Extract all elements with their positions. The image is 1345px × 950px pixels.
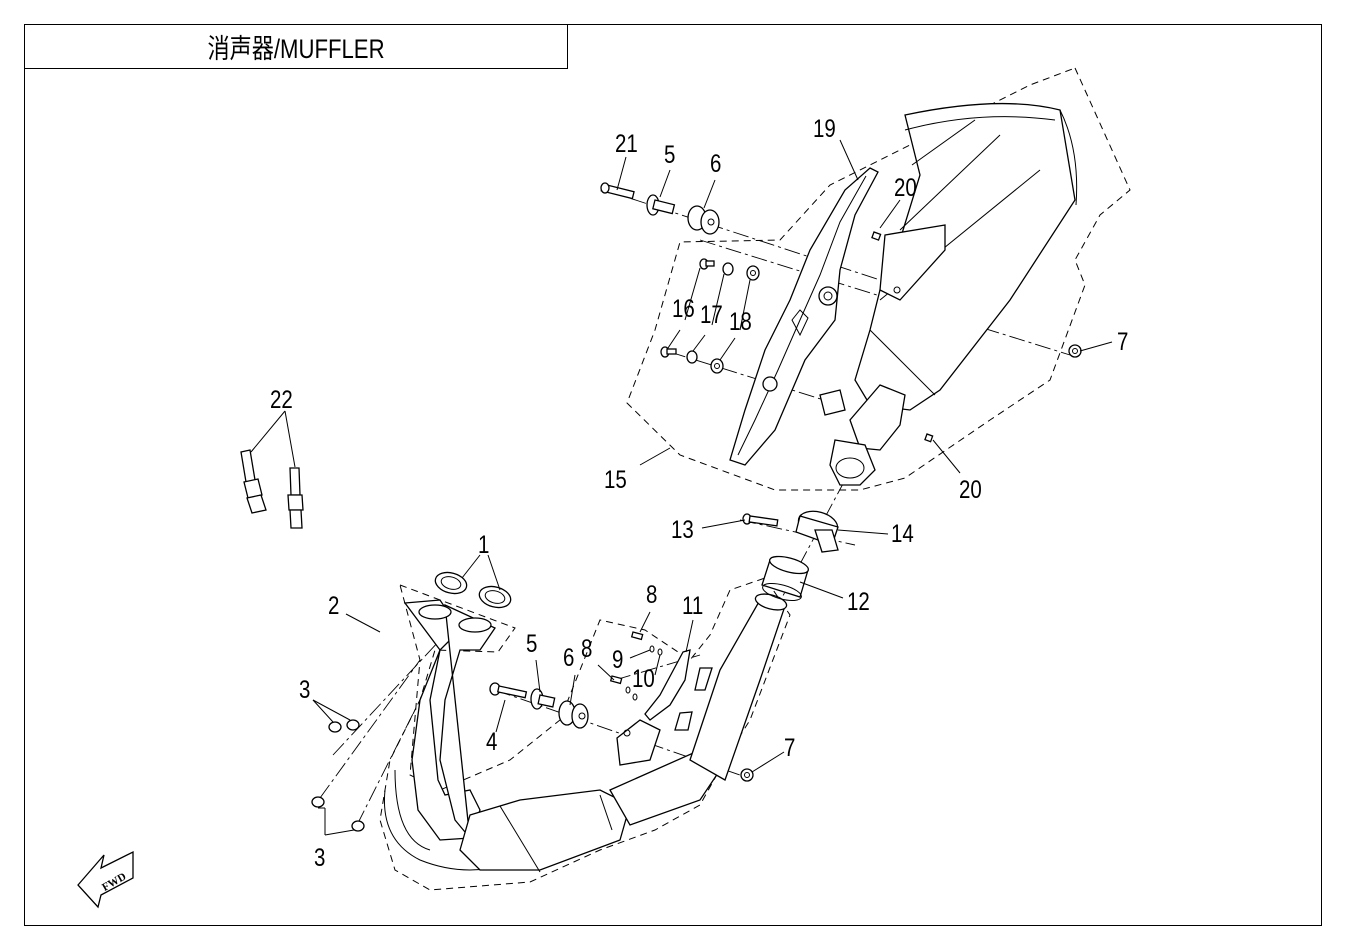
bolt-8-upper[interactable] xyxy=(630,631,644,641)
callout-3-upper: 3 xyxy=(299,675,310,703)
nut-20-upper[interactable] xyxy=(871,231,882,241)
callout-17: 17 xyxy=(700,300,723,328)
forward-direction-arrow: FWD xyxy=(77,850,134,909)
grommet-6-upper[interactable] xyxy=(687,205,720,235)
bracket-11[interactable] xyxy=(644,649,713,731)
callout-8-lower: 8 xyxy=(581,634,592,662)
callout-7-upper: 7 xyxy=(1117,327,1128,355)
washer-17-lower[interactable] xyxy=(686,350,698,364)
grommet-6-lower[interactable] xyxy=(558,700,589,729)
bolt-8-lower[interactable] xyxy=(609,675,623,685)
callout-3-lower: 3 xyxy=(314,843,325,871)
callout-7-lower: 7 xyxy=(784,733,795,761)
callout-11: 11 xyxy=(682,591,703,619)
callout-9: 9 xyxy=(612,645,623,673)
callout-6-upper: 6 xyxy=(710,149,721,177)
callout-5-lower: 5 xyxy=(526,629,537,657)
axis-line xyxy=(319,659,421,799)
callout-22: 22 xyxy=(270,385,293,413)
callout-13: 13 xyxy=(671,515,694,543)
callout-labels: 21 5 6 19 20 16 17 18 7 22 15 20 13 14 1… xyxy=(270,114,1128,871)
exhaust-header-pipe[interactable] xyxy=(383,591,788,873)
callout-20-upper: 20 xyxy=(894,173,917,201)
oxygen-sensor-left[interactable] xyxy=(240,449,267,514)
collar-5-upper[interactable] xyxy=(646,194,676,216)
bolt-4[interactable] xyxy=(489,682,528,699)
callout-4: 4 xyxy=(486,727,498,755)
callout-15: 15 xyxy=(604,465,627,493)
axis-line xyxy=(614,654,701,681)
bolt-16-upper[interactable] xyxy=(699,258,715,270)
muffler-body[interactable] xyxy=(819,102,1078,486)
axis-line xyxy=(332,639,441,756)
clamp-14[interactable] xyxy=(795,507,841,553)
group-outline-header-pipe xyxy=(379,577,791,891)
nut-3-a[interactable] xyxy=(328,721,342,733)
gasket-1-right[interactable] xyxy=(477,583,513,611)
nut-20-lower[interactable] xyxy=(924,433,934,443)
callout-10: 10 xyxy=(632,664,655,692)
callout-2: 2 xyxy=(328,591,339,619)
callout-1: 1 xyxy=(478,530,489,558)
washer-9[interactable] xyxy=(625,645,655,694)
nut-18-lower[interactable] xyxy=(710,358,724,374)
callout-5-upper: 5 xyxy=(664,140,675,168)
callout-6-lower: 6 xyxy=(563,643,574,671)
nut-18-upper[interactable] xyxy=(746,265,760,281)
page-title: 消声器/MUFFLER xyxy=(207,34,385,64)
nut-3-c[interactable] xyxy=(311,796,325,808)
callout-21: 21 xyxy=(615,129,638,157)
bolt-16-lower[interactable] xyxy=(660,346,677,358)
sleeve-12[interactable] xyxy=(761,553,810,604)
callout-19: 19 xyxy=(813,114,836,142)
callout-16: 16 xyxy=(672,294,695,322)
nut-3-d[interactable] xyxy=(351,820,365,832)
group-outline-muffler-assembly xyxy=(626,67,1131,491)
callout-20-lower: 20 xyxy=(959,475,982,503)
oxygen-sensor-right[interactable] xyxy=(287,467,304,529)
gasket-1-left[interactable] xyxy=(433,569,469,597)
callout-12: 12 xyxy=(847,587,870,615)
callout-14: 14 xyxy=(891,519,914,547)
axis-line xyxy=(356,679,431,826)
nut-3-b[interactable] xyxy=(346,719,360,731)
callout-8-upper: 8 xyxy=(646,580,657,608)
bolt-13[interactable] xyxy=(742,513,779,527)
washer-17-upper[interactable] xyxy=(722,262,734,276)
title-block: 消声器/MUFFLER xyxy=(24,24,568,69)
nut-7-upper[interactable] xyxy=(1068,344,1082,358)
nut-7-lower[interactable] xyxy=(740,768,754,782)
collar-5-lower[interactable] xyxy=(530,688,556,710)
leader-lines xyxy=(250,139,1113,836)
heat-shield[interactable] xyxy=(729,167,879,466)
bolt-21[interactable] xyxy=(600,182,635,200)
callout-18: 18 xyxy=(729,307,752,335)
drawing-frame xyxy=(24,24,1322,926)
